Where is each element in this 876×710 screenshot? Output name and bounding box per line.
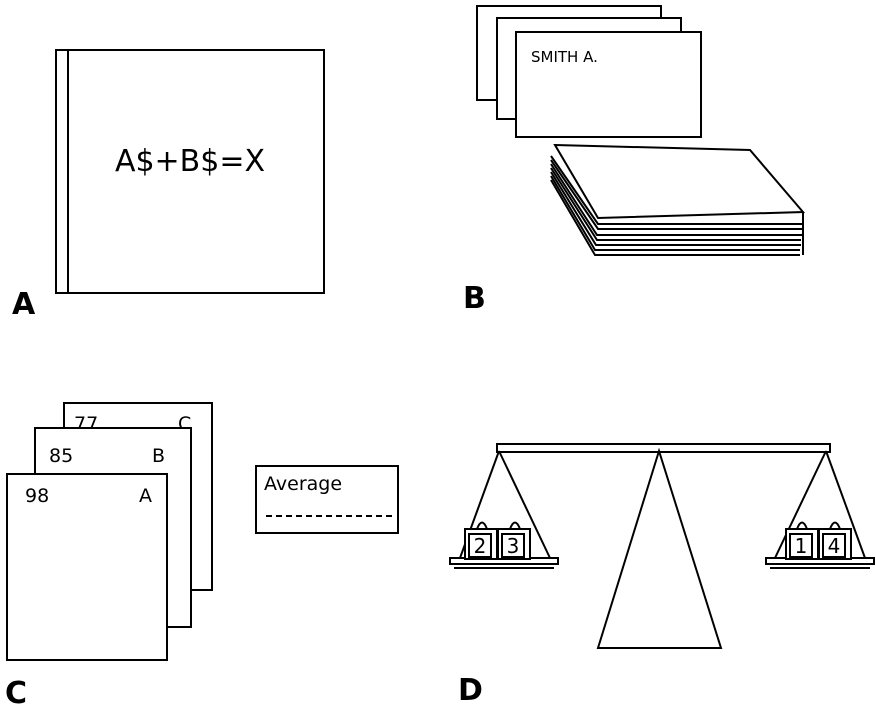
card-name-text: SMITH A.: [531, 48, 598, 66]
right-pan: 1 4: [765, 521, 875, 569]
right-weight-1-label: 1: [795, 534, 808, 558]
panel-label-d: D: [458, 673, 483, 708]
grade-card-letter: B: [152, 445, 165, 467]
panel-a: A$+B$=X A: [12, 49, 325, 322]
formula-text: A$+B$=X: [115, 144, 265, 179]
scale-stand: [596, 447, 723, 649]
name-card-stack: SMITH A.: [476, 5, 702, 138]
right-weight-box: 1 4: [785, 521, 852, 560]
left-weight-2-label: 3: [507, 534, 520, 558]
average-card: Average: [255, 465, 399, 534]
panel-b: SMITH A. B: [463, 5, 806, 316]
grade-card-stack: 77 C 85 B 98 A: [6, 402, 213, 661]
front-card: [515, 31, 702, 138]
average-label: Average: [264, 473, 342, 495]
left-weight-1-label: 2: [474, 534, 487, 558]
grade-card-score: 85: [49, 445, 73, 467]
formula-card: [55, 49, 325, 294]
card-deck: [550, 143, 806, 256]
panel-label-b: B: [463, 281, 486, 316]
panel-c: 77 C 85 B 98 A Average C: [5, 402, 399, 710]
panel-d: 2 3 1 4 D: [449, 443, 875, 708]
scale-beam: [496, 443, 831, 453]
grade-card-a: 98 A: [6, 473, 168, 661]
right-weight-2-label: 4: [828, 534, 841, 558]
left-pan: 2 3: [449, 521, 559, 569]
grade-card-score: 98: [25, 485, 49, 507]
left-weight-box: 2 3: [464, 521, 531, 560]
grade-card-letter: A: [139, 485, 152, 507]
balance-scale: 2 3 1 4: [449, 443, 875, 649]
panel-label-a: A: [12, 287, 36, 322]
panel-label-c: C: [5, 676, 27, 710]
